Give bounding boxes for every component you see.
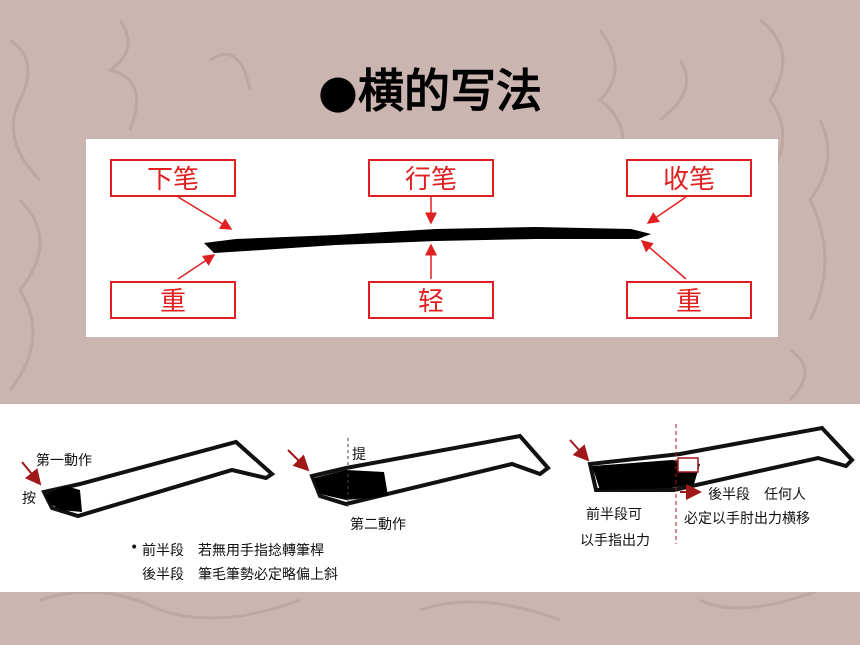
label-heavy-end: 重 <box>626 281 752 319</box>
brush-stroke <box>204 227 651 253</box>
label-latter-half: 後半段 任何人 <box>708 487 806 503</box>
label-first-action: 第一動作 <box>36 453 92 469</box>
label-elbow-force: 必定以手肘出力横移 <box>684 511 810 527</box>
label-start-stroke: 下笔 <box>110 159 236 197</box>
label-light-middle: 轻 <box>368 281 494 319</box>
page-title: ●横的写法 <box>317 64 543 118</box>
label-lift: 提 <box>352 447 366 463</box>
label-second-action: 第二動作 <box>350 517 406 533</box>
label-end-stroke: 收笔 <box>626 159 752 197</box>
note-bullet: • <box>130 540 139 556</box>
note-line-2: 後半段 筆毛筆勢必定略偏上斜 <box>142 567 338 583</box>
label-press: 按 <box>22 491 36 507</box>
label-finger-force: 以手指出力 <box>580 533 650 549</box>
arrow-heavy-start <box>177 254 216 280</box>
label-heavy-start: 重 <box>110 281 236 319</box>
arrow-start <box>177 196 233 230</box>
horizontal-stroke-figure <box>177 196 687 280</box>
stroke-diagram: 下笔 行笔 收笔 重 轻 重 <box>86 139 778 337</box>
brush-figure-3 <box>569 424 855 544</box>
arrow-heavy-end <box>640 240 687 280</box>
arrow-end <box>646 196 687 224</box>
brush-figure-2 <box>287 433 551 510</box>
brush-figure-1 <box>21 439 276 519</box>
brush-motion-diagram: 第一動作 按 提 第二動作 • 前半段 若無用手指捻轉筆桿 後半段 筆毛筆勢必定… <box>0 404 860 592</box>
brush-figures <box>21 424 855 544</box>
label-move-stroke: 行笔 <box>368 159 494 197</box>
label-first-half: 前半段可 <box>586 507 642 523</box>
note-line-1: 前半段 若無用手指捻轉筆桿 <box>142 543 324 559</box>
